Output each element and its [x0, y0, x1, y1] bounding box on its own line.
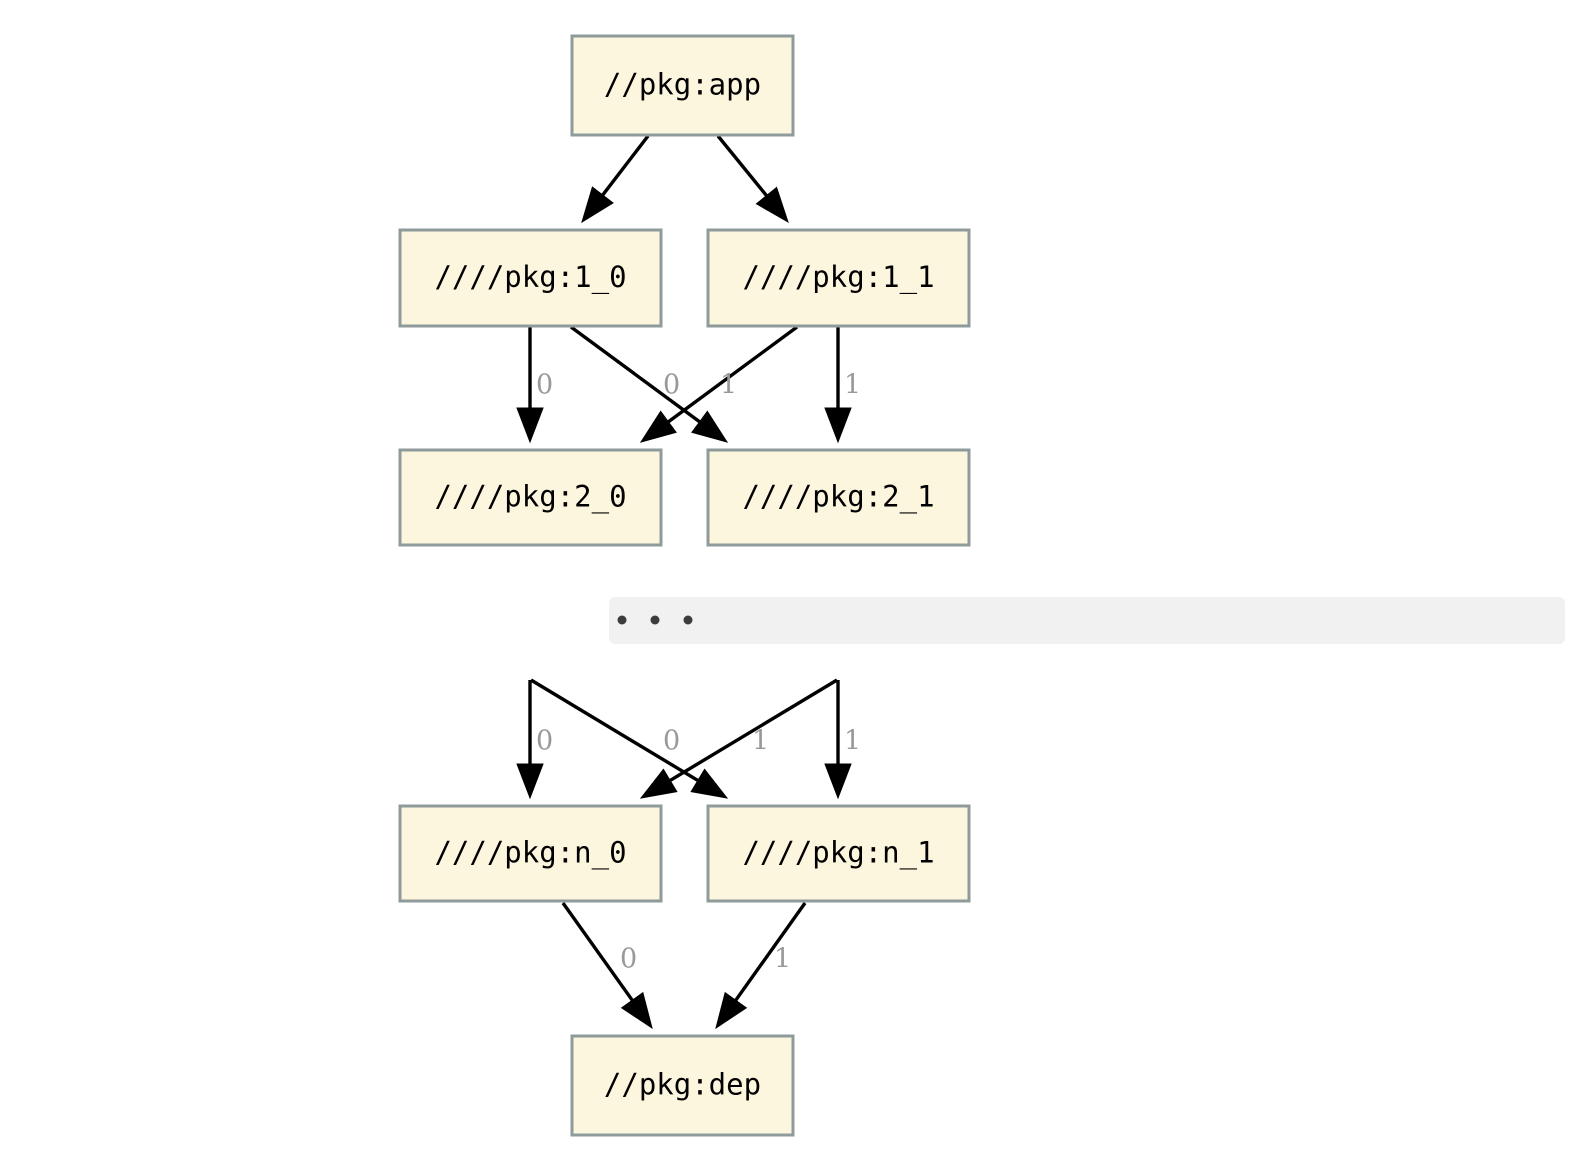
node-label: ////pkg:2_0: [434, 480, 626, 515]
graph-edge-n1_1-to-n2_1: [824, 327, 852, 444]
edge-label: 0: [620, 944, 637, 975]
graph-edge-n1_1-to-n2_0: [639, 325, 799, 443]
edge-arrowhead-icon: [516, 763, 544, 800]
edge-line: [662, 325, 799, 427]
edge-label: 1: [844, 726, 861, 757]
edge-label: 1: [752, 726, 769, 757]
node-box: [706, 804, 971, 903]
ellipsis-separator: [609, 597, 1565, 644]
node-box: [706, 228, 971, 328]
edge-label: 1: [774, 944, 791, 975]
graph-edge-nn_1-to-dep: [715, 902, 807, 1030]
edge-arrowhead-icon: [639, 410, 677, 443]
graph-edge-src-to-nn_0: [639, 678, 838, 799]
node-box: [398, 804, 663, 903]
node-label: ////pkg:1_0: [434, 260, 626, 295]
node-label: ////pkg:n_0: [434, 836, 626, 871]
node-box: [706, 448, 971, 547]
ellipsis-band-background: [609, 597, 1565, 644]
node-label: ////pkg:n_1: [742, 836, 934, 871]
node-box: [398, 228, 663, 328]
graph-edge-n1_0-to-n2_1: [569, 325, 729, 443]
edge-arrowhead-icon: [824, 763, 852, 800]
node-box: [570, 1034, 795, 1137]
edge-arrowhead-icon: [824, 407, 852, 444]
edge-line: [597, 134, 650, 201]
graph-node-n1_1[interactable]: ////pkg:1_1: [706, 228, 971, 328]
node-label: ////pkg:2_1: [742, 480, 934, 515]
edge-label: 0: [536, 726, 553, 757]
edge-line: [561, 902, 638, 1007]
edge-label: 0: [663, 726, 680, 757]
graph-node-dep[interactable]: //pkg:dep: [570, 1034, 795, 1137]
graph-node-nn_0[interactable]: ////pkg:n_0: [398, 804, 663, 903]
graph-node-n2_1[interactable]: ////pkg:2_1: [706, 448, 971, 547]
edge-label: 1: [720, 370, 737, 401]
edge-arrowhead-icon: [639, 768, 678, 799]
edge-line: [730, 902, 807, 1007]
graph-node-n2_0[interactable]: ////pkg:2_0: [398, 448, 663, 547]
node-box: [398, 448, 663, 547]
ellipsis-dot-icon: [683, 615, 693, 625]
graph-node-n1_0[interactable]: ////pkg:1_0: [398, 228, 663, 328]
edge-arrowhead-icon: [581, 186, 614, 224]
graph-edge-nn_0-to-dep: [561, 902, 653, 1030]
node-label: //pkg:app: [604, 68, 761, 102]
node-label: //pkg:dep: [604, 1068, 761, 1102]
edge-line: [530, 678, 704, 786]
edge-line: [716, 134, 772, 202]
graph-edge-src-to-nn_0: [516, 680, 544, 800]
edge-arrowhead-icon: [620, 991, 653, 1030]
node-label: ////pkg:1_1: [742, 260, 934, 295]
graph-edge-app-to-n1_1: [716, 134, 789, 224]
ellipsis-dot-icon: [617, 615, 627, 625]
graph-node-nn_1[interactable]: ////pkg:n_1: [706, 804, 971, 903]
edge-line: [569, 325, 706, 427]
edge-arrowhead-icon: [755, 186, 789, 224]
node-box: [570, 34, 795, 137]
ellipsis-dot-icon: [650, 615, 660, 625]
edge-label: 1: [844, 370, 861, 401]
graph-edge-src-to-nn_1: [824, 680, 852, 800]
edge-line: [664, 678, 838, 786]
nodes-layer: //pkg:app ////pkg:1_0 ////pkg:1_1 ////pkg:2…: [398, 34, 971, 1137]
edge-arrowhead-icon: [690, 768, 729, 799]
graph-node-app[interactable]: //pkg:app: [570, 34, 795, 137]
graph-edge-app-to-n1_0: [581, 134, 650, 224]
edge-labels-layer: 0 0 1 1 0 0 1 1 0 1: [536, 370, 861, 975]
edge-arrowhead-icon: [715, 991, 748, 1030]
edge-label: 0: [536, 370, 553, 401]
edge-arrowhead-icon: [691, 410, 729, 443]
graph-edge-src-to-nn_1: [530, 678, 729, 799]
edges-layer: [516, 134, 852, 1030]
graph-edge-n1_0-to-n2_0: [516, 327, 544, 444]
edge-label: 0: [663, 370, 680, 401]
edge-arrowhead-icon: [516, 407, 544, 444]
